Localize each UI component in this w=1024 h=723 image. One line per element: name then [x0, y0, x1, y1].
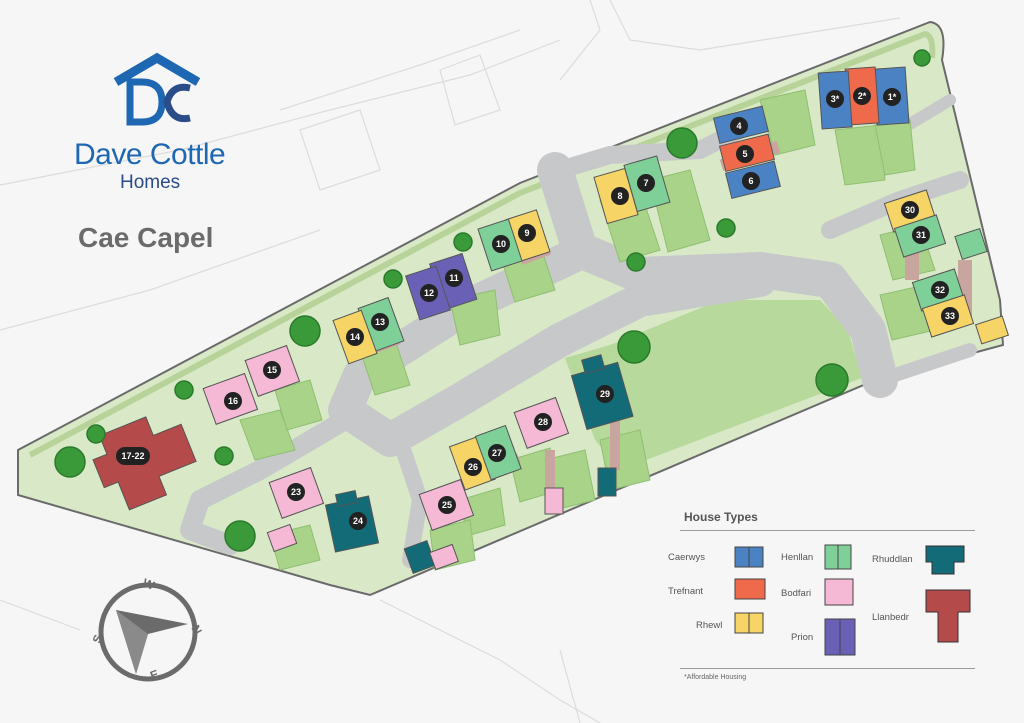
legend-swatch-bodfari [824, 578, 854, 606]
plot-marker-24[interactable]: 24 [349, 512, 367, 530]
legend-label-llanbedr: Llanbedr [872, 612, 909, 623]
brand-logo [113, 52, 201, 126]
plot-marker-28[interactable]: 28 [534, 413, 552, 431]
boundary-hedge [28, 30, 936, 458]
legend-title: House Types [684, 510, 758, 524]
legend-rule-top [680, 530, 975, 531]
roads [180, 94, 977, 568]
legend-label-caerwys: Caerwys [668, 552, 705, 563]
plot-marker-27[interactable]: 27 [488, 444, 506, 462]
legend-swatch-llanbedr [925, 589, 971, 643]
company-sub: Homes [120, 172, 181, 193]
company-name: Dave Cottle [74, 138, 226, 171]
plot-marker-1-affordable[interactable]: 1* [883, 88, 901, 106]
plot-marker-2-affordable[interactable]: 2* [853, 87, 871, 105]
legend-rule-bottom [680, 668, 975, 669]
plot-marker-6[interactable]: 6 [742, 172, 760, 190]
c-mark [163, 83, 191, 123]
legend-label-rhuddlan: Rhuddlan [872, 554, 913, 565]
plot-marker-15[interactable]: 15 [263, 361, 281, 379]
plot-marker-13[interactable]: 13 [371, 313, 389, 331]
legend-swatch-henllan [824, 544, 852, 570]
affordable-housing-note: *Affordable Housing [684, 674, 747, 681]
surrounding-outlines [0, 0, 901, 723]
plot-marker-26[interactable]: 26 [464, 458, 482, 476]
plot-marker-8[interactable]: 8 [611, 187, 629, 205]
plot-marker-33[interactable]: 33 [941, 307, 959, 325]
legend-swatch-prion [824, 618, 856, 656]
roof-mark [113, 52, 201, 86]
development-name: Cae Capel [78, 222, 214, 253]
plot-marker-4[interactable]: 4 [730, 117, 748, 135]
plot-marker-25[interactable]: 25 [438, 496, 456, 514]
plot-marker-23[interactable]: 23 [287, 483, 305, 501]
plot-marker-10[interactable]: 10 [492, 235, 510, 253]
plot-marker-5[interactable]: 5 [736, 145, 754, 163]
plot-marker-3-affordable[interactable]: 3* [826, 90, 844, 108]
plot-marker-32[interactable]: 32 [931, 281, 949, 299]
plot-marker-7[interactable]: 7 [637, 174, 655, 192]
plot-marker-30[interactable]: 30 [901, 201, 919, 219]
plot-marker-12[interactable]: 12 [420, 284, 438, 302]
legend-swatch-rhuddlan [925, 545, 965, 575]
legend-label-rhewl: Rhewl [696, 620, 723, 631]
d-mark [126, 78, 166, 126]
plot-marker-11[interactable]: 11 [445, 269, 463, 287]
plot-marker-29[interactable]: 29 [596, 385, 614, 403]
plot-marker-9[interactable]: 9 [518, 224, 536, 242]
legend-swatch-trefnant [734, 578, 766, 600]
legend-swatch-rhewl [734, 612, 764, 634]
legend-label-trefnant: Trefnant [668, 586, 704, 597]
plot-marker-17-22[interactable]: 17-22 [116, 447, 150, 465]
plot-marker-16[interactable]: 16 [224, 392, 242, 410]
compass-w: W [141, 576, 157, 593]
legend-label-prion: Prion [791, 632, 814, 643]
legend-swatch-caerwys [734, 546, 764, 568]
plot-marker-31[interactable]: 31 [912, 226, 930, 244]
legend-label-henllan: Henllan [781, 552, 814, 563]
compass-rose: N E S W [90, 576, 205, 683]
trees [54, 49, 931, 552]
plot-marker-14[interactable]: 14 [346, 328, 364, 346]
house-types-legend: House Types Caerwys Henllan Rhuddlan Tre… [668, 508, 976, 688]
legend-label-bodfari: Bodfari [781, 588, 812, 599]
